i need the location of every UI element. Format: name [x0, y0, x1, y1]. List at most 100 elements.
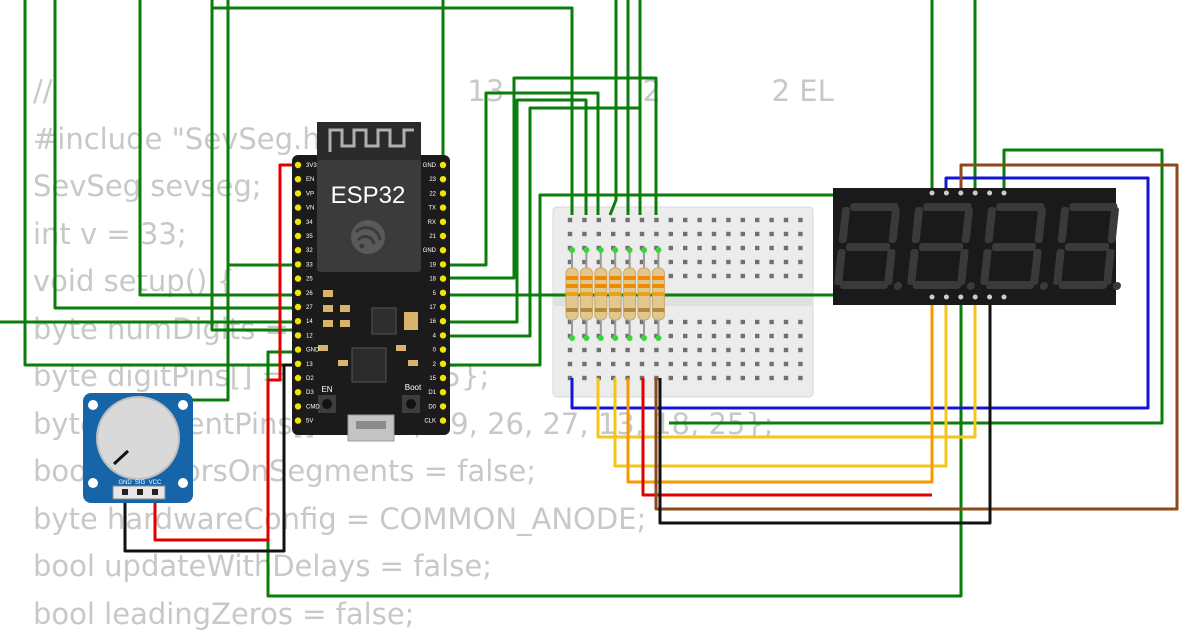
esp32-pin[interactable] — [295, 361, 301, 367]
esp32-pin[interactable] — [295, 162, 301, 168]
breadboard-hole — [683, 274, 687, 278]
display-pin[interactable] — [1002, 295, 1007, 300]
breadboard-hole — [784, 274, 788, 278]
esp32-pin[interactable] — [295, 275, 301, 281]
boot-button-cap — [406, 399, 416, 409]
wire-green[interactable] — [228, 0, 292, 265]
wire-green[interactable] — [175, 265, 228, 400]
esp32-pin[interactable] — [440, 318, 446, 324]
esp32-pin[interactable] — [440, 275, 446, 281]
display-segment — [986, 281, 1035, 289]
display-pin[interactable] — [944, 191, 949, 196]
esp32-pin[interactable] — [440, 417, 446, 423]
display-pin[interactable] — [930, 295, 935, 300]
pot-pin[interactable] — [137, 489, 143, 495]
esp32-pin[interactable] — [295, 290, 301, 296]
esp32-pin[interactable] — [440, 290, 446, 296]
esp32-pin[interactable] — [295, 247, 301, 253]
esp32-pin[interactable] — [295, 204, 301, 210]
esp32-pin[interactable] — [440, 304, 446, 310]
esp32-pin[interactable] — [295, 190, 301, 196]
breadboard-hole — [683, 334, 687, 338]
esp32-pin-label: 19 — [429, 262, 436, 268]
esp32-pin[interactable] — [295, 346, 301, 352]
esp32-pin[interactable] — [440, 176, 446, 182]
esp32-pin[interactable] — [440, 204, 446, 210]
display-pin[interactable] — [1002, 191, 1007, 196]
breadboard-hole — [798, 376, 802, 380]
esp32-pin[interactable] — [295, 403, 301, 409]
esp32-pin[interactable] — [295, 304, 301, 310]
esp32-pin[interactable] — [440, 346, 446, 352]
esp32-pin[interactable] — [295, 417, 301, 423]
display-pin[interactable] — [958, 295, 963, 300]
pot-pin-label: GND — [118, 480, 132, 486]
esp32-pin[interactable] — [295, 261, 301, 267]
breadboard-hole — [755, 246, 759, 250]
esp32-pin[interactable] — [295, 318, 301, 324]
pot-pin[interactable] — [152, 489, 158, 495]
breadboard-hole — [769, 334, 773, 338]
display-pin[interactable] — [987, 295, 992, 300]
seven-segment-display[interactable] — [833, 188, 1130, 305]
esp32-pin[interactable] — [440, 190, 446, 196]
esp32-pin[interactable] — [440, 233, 446, 239]
potentiometer-knob[interactable] — [97, 397, 179, 479]
breadboard-hole-active — [583, 335, 589, 341]
smd-component — [396, 345, 406, 351]
esp32-pin[interactable] — [295, 332, 301, 338]
breadboard-hole — [712, 274, 716, 278]
esp32-pin[interactable] — [295, 389, 301, 395]
display-pin[interactable] — [987, 191, 992, 196]
breadboard-hole — [784, 320, 788, 324]
breadboard-hole — [798, 320, 802, 324]
breadboard-hole — [741, 274, 745, 278]
breadboard-hole-active — [641, 335, 647, 341]
esp32-pin[interactable] — [440, 219, 446, 225]
breadboard-hole — [568, 218, 572, 222]
wire-green[interactable] — [55, 0, 292, 308]
esp32-pin[interactable] — [295, 219, 301, 225]
esp32-pin-label: GND — [423, 163, 437, 169]
pot-pin[interactable] — [122, 489, 128, 495]
esp32-pin[interactable] — [295, 375, 301, 381]
esp32-pin[interactable] — [440, 361, 446, 367]
display-segment — [992, 243, 1037, 251]
breadboard-hole — [741, 348, 745, 352]
breadboard-hole — [769, 362, 773, 366]
breadboard-hole — [683, 218, 687, 222]
breadboard-hole — [755, 232, 759, 236]
display-pin[interactable] — [973, 295, 978, 300]
breadboard-hole — [726, 334, 730, 338]
breadboard-hole — [669, 260, 673, 264]
wire-green[interactable] — [140, 0, 292, 295]
display-pin[interactable] — [958, 191, 963, 196]
esp32-board[interactable]: ESP32 EN — [292, 122, 450, 441]
display-pin[interactable] — [944, 295, 949, 300]
esp32-pin[interactable] — [440, 403, 446, 409]
breadboard-hole — [726, 320, 730, 324]
resistor-band — [609, 276, 621, 280]
breadboard-hole — [625, 362, 629, 366]
breadboard-hole — [611, 362, 615, 366]
resistor-band — [624, 284, 636, 288]
esp32-pin[interactable] — [440, 261, 446, 267]
esp32-pin[interactable] — [440, 375, 446, 381]
breadboard-hole — [597, 348, 601, 352]
breadboard-hole — [683, 320, 687, 324]
esp32-pin[interactable] — [440, 332, 446, 338]
esp32-pin[interactable] — [295, 176, 301, 182]
esp32-pin[interactable] — [295, 233, 301, 239]
mount-hole — [88, 400, 98, 410]
esp32-pin[interactable] — [440, 247, 446, 253]
esp32-pin[interactable] — [440, 162, 446, 168]
display-pin[interactable] — [930, 191, 935, 196]
breadboard-hole — [712, 232, 716, 236]
espressif-logo-icon — [351, 220, 385, 254]
resistor-band — [595, 276, 607, 280]
wire-green[interactable] — [212, 8, 295, 330]
display-pin[interactable] — [973, 191, 978, 196]
esp32-pin[interactable] — [440, 389, 446, 395]
esp32-pin-label: D1 — [428, 390, 436, 396]
